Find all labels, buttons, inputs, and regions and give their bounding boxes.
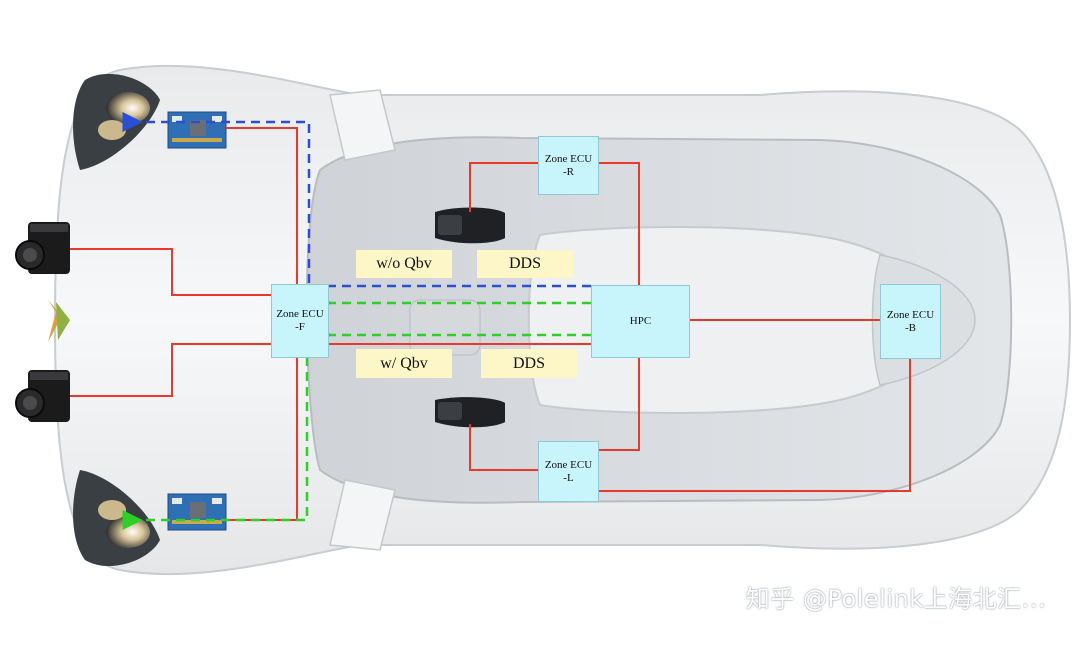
- link-front-to-board-top: [226, 127, 298, 284]
- light-controller-board-top: [167, 111, 227, 149]
- seat-front-right: [435, 207, 505, 244]
- light-controller-board-bottom: [167, 493, 227, 531]
- path-with-qbv: [122, 293, 591, 530]
- label-dds-bottom: DDS: [481, 349, 577, 378]
- camera-bottom: [15, 370, 70, 422]
- link-back-left: [597, 357, 911, 492]
- link-camera-bottom: [70, 343, 271, 397]
- zone-ecu-back: Zone ECU -B: [880, 284, 941, 359]
- zone-ecu-right: Zone ECU -R: [538, 136, 599, 195]
- zone-ecu-front: Zone ECU -F: [271, 284, 329, 358]
- link-camera-top: [70, 248, 271, 296]
- path-without-qbv: [122, 112, 591, 288]
- link-right-seat: [469, 162, 538, 212]
- link-left-seat: [469, 424, 538, 471]
- label-without-qbv: w/o Qbv: [356, 250, 452, 278]
- zone-ecu-left: Zone ECU -L: [538, 441, 599, 502]
- seat-front-left: [435, 397, 505, 428]
- label-with-qbv: w/ Qbv: [356, 349, 452, 378]
- link-hpc-left: [597, 356, 640, 451]
- camera-top: [15, 222, 70, 274]
- link-hpc-right: [597, 162, 640, 285]
- label-dds-top: DDS: [477, 250, 573, 278]
- hpc-box: HPC: [591, 285, 690, 358]
- headlamp-bottom: [73, 470, 160, 567]
- brand-logo: [48, 300, 70, 342]
- watermark: 知乎 @Polelink上海北汇...: [745, 585, 1046, 613]
